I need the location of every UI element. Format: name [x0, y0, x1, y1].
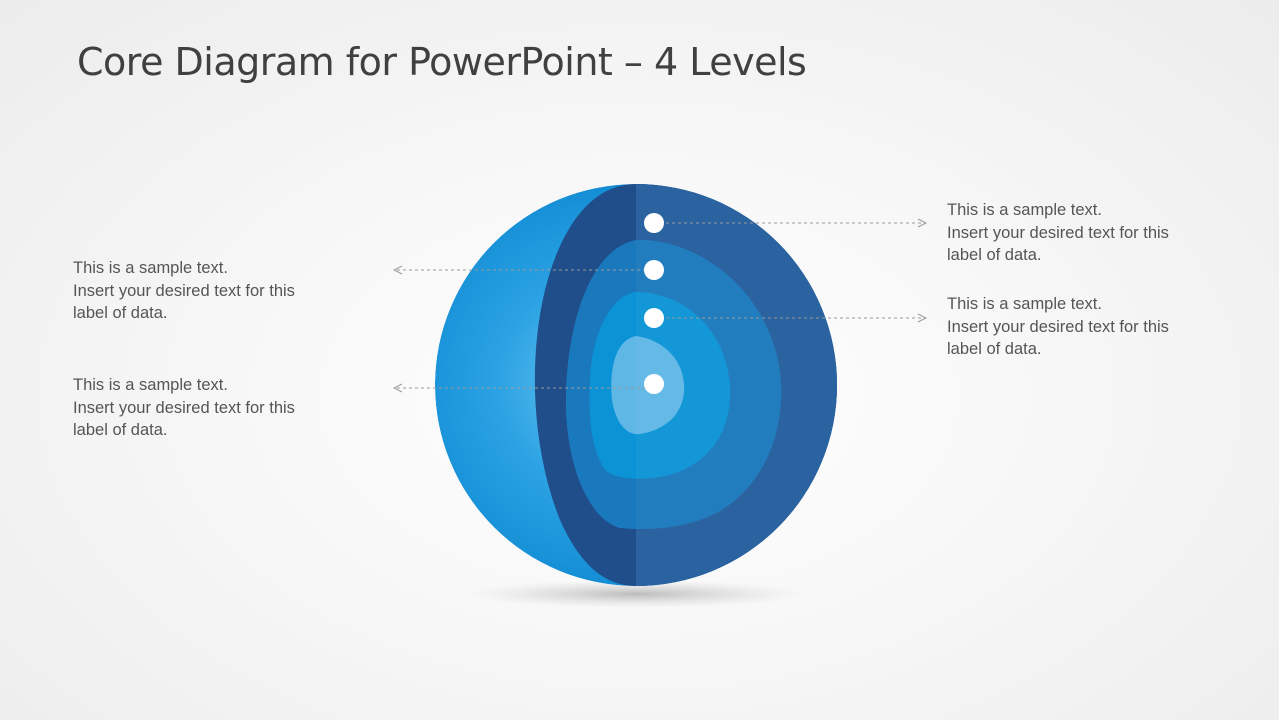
marker-dot-level-2[interactable] — [644, 260, 664, 280]
label-body: Insert your desired text for this — [947, 223, 1169, 242]
label-body: label of data. — [947, 246, 1042, 264]
label-left-2[interactable]: This is a sample text. Insert your desir… — [73, 374, 343, 442]
label-body: label of data. — [947, 340, 1042, 358]
label-right-1[interactable]: This is a sample text. Insert your desir… — [947, 199, 1217, 267]
label-body: label of data. — [73, 304, 168, 322]
sphere-shadow — [466, 580, 806, 608]
label-body: label of data. — [73, 421, 168, 439]
label-left-1[interactable]: This is a sample text. Insert your desir… — [73, 257, 343, 325]
marker-dot-level-3[interactable] — [644, 308, 664, 328]
marker-dot-level-4[interactable] — [644, 374, 664, 394]
label-heading: This is a sample text. — [947, 201, 1102, 219]
marker-dot-level-1[interactable] — [644, 213, 664, 233]
label-body: Insert your desired text for this — [73, 398, 295, 417]
label-heading: This is a sample text. — [947, 295, 1102, 313]
label-body: Insert your desired text for this — [73, 281, 295, 300]
label-right-2[interactable]: This is a sample text. Insert your desir… — [947, 293, 1217, 361]
label-heading: This is a sample text. — [73, 259, 228, 277]
label-body: Insert your desired text for this — [947, 317, 1169, 336]
slide-title: Core Diagram for PowerPoint – 4 Levels — [77, 40, 807, 84]
label-heading: This is a sample text. — [73, 376, 228, 394]
